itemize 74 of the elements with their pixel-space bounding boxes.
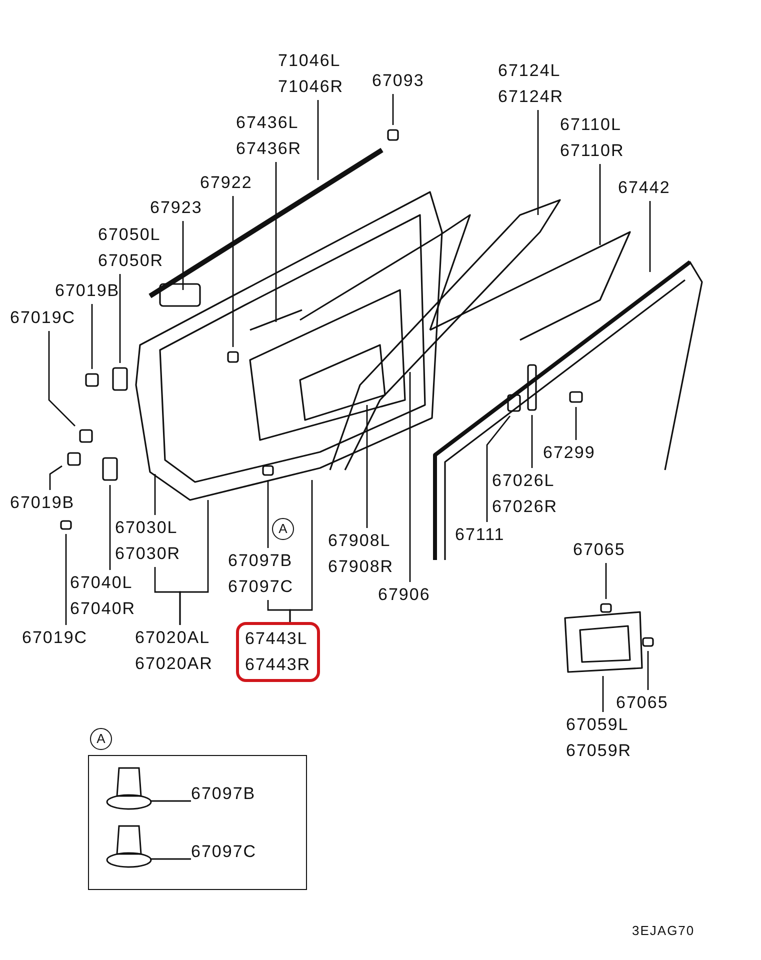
part-number: 67443L bbox=[245, 628, 309, 650]
part-number: 67019B bbox=[10, 492, 75, 514]
part-number: 67111 bbox=[455, 524, 505, 546]
leader-line bbox=[289, 480, 313, 622]
leader-line bbox=[275, 162, 277, 322]
part-number: 67040L bbox=[70, 572, 134, 594]
drawing-code: 3EJAG70 bbox=[632, 922, 695, 940]
leader-line bbox=[65, 534, 67, 625]
part-number: 67059R bbox=[566, 740, 632, 762]
part-number: 67436R bbox=[236, 138, 302, 160]
leader-line bbox=[49, 465, 62, 490]
part-number: 67097C bbox=[228, 576, 294, 598]
leader-line bbox=[109, 485, 111, 570]
leader-line bbox=[366, 405, 368, 528]
leader-line bbox=[317, 100, 319, 180]
leader-line bbox=[154, 567, 181, 625]
leader-line bbox=[91, 304, 93, 369]
part-number: 67124L bbox=[498, 60, 562, 82]
part-number: 67299 bbox=[543, 442, 596, 464]
part-number: 67443R bbox=[245, 654, 311, 676]
part-number: 67026R bbox=[492, 496, 558, 518]
part-number: 67059L bbox=[566, 714, 630, 736]
leader-line bbox=[599, 164, 601, 245]
leader-line bbox=[575, 407, 577, 440]
part-number: 71046L bbox=[278, 50, 342, 72]
leader-line bbox=[647, 651, 649, 690]
part-number: 67050R bbox=[98, 250, 164, 272]
part-number: 67110R bbox=[560, 140, 624, 162]
leader-line bbox=[48, 331, 76, 426]
inset-panel bbox=[88, 755, 307, 890]
part-number: 67436L bbox=[236, 112, 300, 134]
part-number: 71046R bbox=[278, 76, 344, 98]
part-number: 67040R bbox=[70, 598, 136, 620]
part-number: 67097C bbox=[191, 841, 257, 863]
part-number: 67065 bbox=[573, 539, 626, 561]
part-number: 67030R bbox=[115, 543, 181, 565]
leader-line bbox=[537, 110, 539, 215]
part-number: 67097B bbox=[191, 783, 256, 805]
leader-line bbox=[154, 474, 156, 515]
part-number: 67019C bbox=[22, 627, 88, 649]
part-number: 67922 bbox=[200, 172, 252, 194]
leader-line bbox=[649, 201, 651, 272]
part-number: 67442 bbox=[618, 177, 670, 199]
leader-line bbox=[119, 274, 121, 363]
leader-line bbox=[150, 858, 191, 860]
leader-line bbox=[182, 221, 184, 290]
part-number: 67026L bbox=[492, 470, 556, 492]
leader-line bbox=[150, 800, 191, 802]
part-number: 67908L bbox=[328, 530, 392, 552]
callout-letter: A bbox=[272, 518, 294, 540]
part-number: 67906 bbox=[378, 584, 430, 606]
leader-line bbox=[486, 416, 511, 522]
leader-line bbox=[409, 372, 411, 582]
leader-line bbox=[267, 480, 269, 548]
part-number: 67110L bbox=[560, 114, 622, 136]
part-number: 67097B bbox=[228, 550, 294, 572]
leader-line bbox=[531, 415, 533, 468]
part-number: 67030L bbox=[115, 517, 179, 539]
highlight-frame bbox=[236, 622, 320, 682]
part-number: 67019B bbox=[55, 280, 120, 302]
part-number: 67908R bbox=[328, 556, 394, 578]
part-number: 67124R bbox=[498, 86, 564, 108]
leader-line bbox=[602, 676, 604, 712]
part-number: 67020AR bbox=[135, 653, 213, 675]
part-number: 67050L bbox=[98, 224, 162, 246]
leader-line bbox=[605, 563, 607, 599]
part-number: 67019C bbox=[10, 307, 76, 329]
part-number: 67093 bbox=[372, 70, 424, 92]
part-number: 67923 bbox=[150, 197, 202, 219]
part-number: 67020AL bbox=[135, 627, 212, 649]
part-number: 67065 bbox=[616, 692, 668, 714]
leader-line bbox=[232, 196, 234, 347]
callout-letter: A bbox=[90, 728, 112, 750]
leader-line bbox=[392, 94, 394, 125]
